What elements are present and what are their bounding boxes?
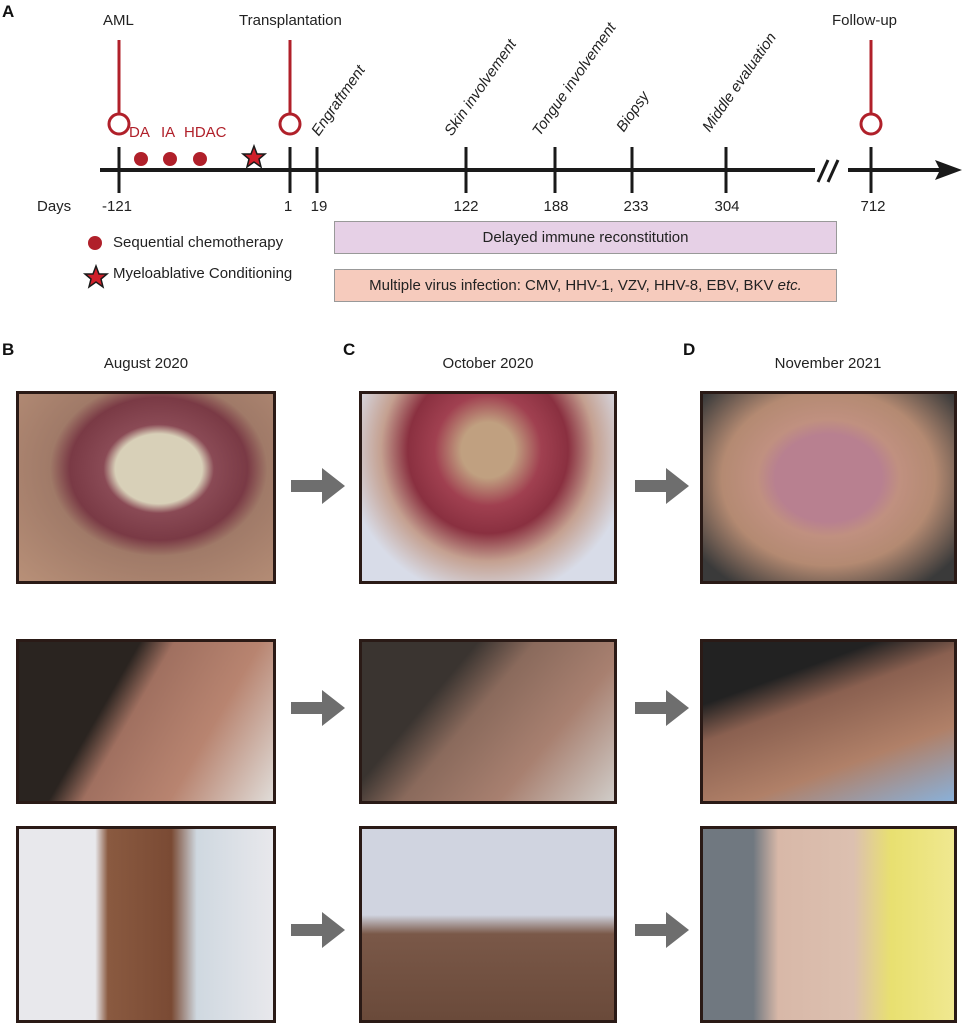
chemo-dots [134, 152, 207, 166]
arrow-right-icon [635, 912, 689, 948]
progression-arrows [291, 468, 689, 948]
day-value: -121 [101, 198, 133, 215]
chemo-label-ia: IA [161, 124, 176, 141]
virus-bar-label: Multiple virus infection: CMV, HHV-1, VZ… [369, 277, 774, 294]
arrow-right-icon [635, 468, 689, 504]
legend-conditioning-label: Myeloablative Conditioning [113, 265, 293, 282]
milestone-pins [107, 40, 883, 136]
axis-break [816, 159, 840, 183]
panel-letter-a: A [2, 2, 15, 21]
legend-dot-icon [88, 236, 102, 250]
day-value: 19 [310, 198, 328, 215]
milestone-label-transplantation: Transplantation [239, 12, 342, 29]
day-value: 1 [283, 198, 293, 215]
photo-arm-october-2020 [359, 826, 617, 1023]
virus-bar-etc: etc. [777, 277, 802, 294]
virus-infection-bar: Multiple virus infection: CMV, HHV-1, VZ… [334, 269, 837, 302]
pin-aml-head [107, 112, 131, 136]
legend-chemo-label: Sequential chemotherapy [113, 234, 284, 251]
arrow-right-icon [291, 912, 345, 948]
immune-reconstitution-bar: Delayed immune reconstitution [334, 221, 837, 254]
photo-neck-november-2021 [700, 639, 957, 804]
photo-tongue-october-2020 [359, 391, 617, 584]
days-label: Days [37, 198, 72, 215]
photo-arm-august-2020 [16, 826, 276, 1023]
arrow-right-icon [291, 468, 345, 504]
panel-letter-c: C [343, 340, 356, 359]
legend-star-icon [82, 263, 110, 289]
column-title-c: October 2020 [442, 355, 534, 372]
day-ticks [117, 147, 873, 193]
panel-letter-d: D [683, 340, 696, 359]
photo-arm-november-2021 [700, 826, 957, 1023]
chemo-label-hdac: HDAC [184, 124, 227, 141]
arrow-right-icon [635, 690, 689, 726]
column-title-b: August 2020 [103, 355, 189, 372]
day-value: 122 [453, 198, 479, 215]
photo-tongue-august-2020 [16, 391, 276, 584]
day-value: 304 [714, 198, 740, 215]
chemo-label-da: DA [129, 124, 150, 141]
column-title-d: November 2021 [774, 355, 882, 372]
day-value: 712 [860, 198, 886, 215]
photo-neck-october-2020 [359, 639, 617, 804]
timeline-svg [82, 40, 962, 289]
photo-tongue-november-2021 [700, 391, 957, 584]
photo-neck-august-2020 [16, 639, 276, 804]
axis-arrowhead [935, 160, 962, 180]
milestone-label-aml: AML [103, 12, 134, 29]
immune-bar-label: Delayed immune reconstitution [482, 229, 689, 246]
milestone-label-followup: Follow-up [832, 12, 898, 29]
day-value: 188 [543, 198, 569, 215]
day-value: 233 [623, 198, 649, 215]
arrow-right-icon [291, 690, 345, 726]
pin-transplant-head [278, 112, 302, 136]
conditioning-star-icon [240, 143, 268, 169]
pin-followup-head [859, 112, 883, 136]
panel-letter-b: B [2, 340, 15, 359]
